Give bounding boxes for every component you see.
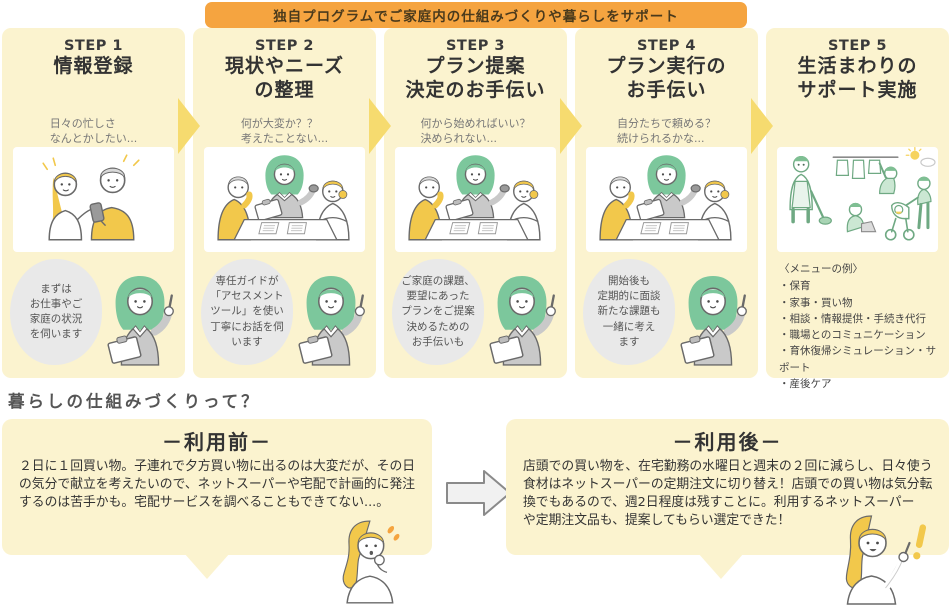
step-5-card: STEP 5 生活まわりの サポート実施 〈メニューの例〉 ・保育 ・家事・買い…	[766, 28, 949, 390]
couple-phone-illustration	[13, 147, 174, 252]
step-2-label: STEP 2	[254, 38, 314, 54]
step-3-card: STEP 3 プラン提案 決定のお手伝い 何から始めればいい？ 決められない..…	[384, 28, 567, 378]
after-box-tail	[698, 553, 744, 579]
step-3-question: 何から始めればいい？ 決められない...	[420, 117, 531, 146]
before-after-arrow-icon	[446, 470, 511, 516]
menu-item: ・保育	[779, 280, 811, 293]
step-2-speech-bubble: 専任ガイドが 「アセスメント ツール」を使い 丁寧にお話を伺 います	[201, 259, 293, 365]
bottom-section-heading: 暮らしの仕組みづくりって？	[8, 392, 261, 411]
step-3-label: STEP 3	[445, 38, 505, 54]
step-2-question: 何が大変か？？ 考えたことない...	[240, 117, 329, 146]
guide-woman-icon	[478, 268, 566, 372]
step-3-speech-bubble: ご家庭の課題、 要望にあった プランをご提案 決めるための お手伝いも	[392, 259, 484, 365]
support-scenes-illustration	[777, 147, 938, 252]
step-5-label: STEP 5	[827, 38, 887, 54]
step-1-card: STEP 1 情報登録 日々の忙しさ なんとかしたい... まずは お仕事やご …	[2, 28, 185, 378]
meeting-illustration	[395, 147, 556, 252]
guide-woman-icon	[96, 268, 184, 372]
menu-item: ・職場とのコミュニケーション	[779, 329, 926, 342]
top-banner: 独自プログラムでご家庭内の仕組みづくりや暮らしをサポート	[205, 2, 747, 28]
before-title: －利用前－	[162, 430, 272, 454]
step-4-question: 自分たちで頼める？ 続けられるかな...	[617, 117, 716, 146]
step-3-title: プラン提案 決定のお手伝い	[405, 55, 546, 101]
menu-title: 〈メニューの例〉	[779, 263, 863, 275]
before-box-tail	[184, 553, 230, 579]
arrow-right-icon	[560, 98, 582, 154]
menu-item: ・家事・買い物	[779, 296, 853, 309]
meeting-illustration	[204, 147, 365, 252]
guide-woman-icon	[669, 268, 757, 372]
step-1-question: 日々の忙しさ なんとかしたい...	[49, 117, 138, 146]
menu-item: ・育休復帰シミュレーション・サポート	[779, 345, 937, 374]
step-2-title: 現状やニーズ の整理	[224, 55, 345, 101]
meeting-illustration	[586, 147, 747, 252]
arrow-right-icon	[751, 98, 773, 154]
step-4-card: STEP 4 プラン実行の お手伝い 自分たちで頼める？ 続けられるかな... …	[575, 28, 758, 378]
steps-row: STEP 1 情報登録 日々の忙しさ なんとかしたい... まずは お仕事やご …	[2, 28, 949, 390]
before-box: －利用前－ ２日に１回買い物。子連れで夕方買い物に出るのは大変だが、その日の気分…	[2, 419, 432, 555]
guide-woman-icon	[287, 268, 375, 372]
step-4-label: STEP 4	[636, 38, 696, 54]
menu-item: ・産後ケア	[779, 377, 832, 390]
step-1-speech-bubble: まずは お仕事やご 家庭の状況 を伺います	[10, 259, 102, 365]
menu-example-list: 〈メニューの例〉 ・保育 ・家事・買い物 ・相談・情報提供・手続き代行 ・職場と…	[779, 261, 943, 392]
step-2-card: STEP 2 現状やニーズ の整理 何が大変か？？ 考えたことない... 専任ガ…	[193, 28, 376, 378]
happy-woman-illustration	[833, 512, 929, 607]
arrow-right-icon	[178, 98, 200, 154]
after-title: －利用後－	[672, 430, 783, 454]
menu-item: ・相談・情報提供・手続き代行	[779, 312, 926, 325]
step-4-speech-bubble: 開始後も 定期的に面談 新たな課題も 一緒に考え ます	[583, 259, 675, 365]
arrow-right-icon	[369, 98, 391, 154]
step-4-title: プラン実行の お手伝い	[606, 55, 727, 101]
step-5-title: 生活まわりの サポート実施	[797, 55, 918, 101]
step-1-title: 情報登録	[53, 55, 134, 77]
step-1-label: STEP 1	[63, 38, 123, 54]
top-banner-text: 独自プログラムでご家庭内の仕組みづくりや暮らしをサポート	[273, 9, 679, 25]
worried-woman-illustration	[330, 516, 406, 606]
before-body: ２日に１回買い物。子連れで夕方買い物に出るのは大変だが、その日の気分で献立を考え…	[19, 459, 416, 511]
after-body: 店頭での買い物を、在宅勤務の水曜日と週末の２回に減らし、日々使う食材はネットスー…	[523, 459, 933, 529]
